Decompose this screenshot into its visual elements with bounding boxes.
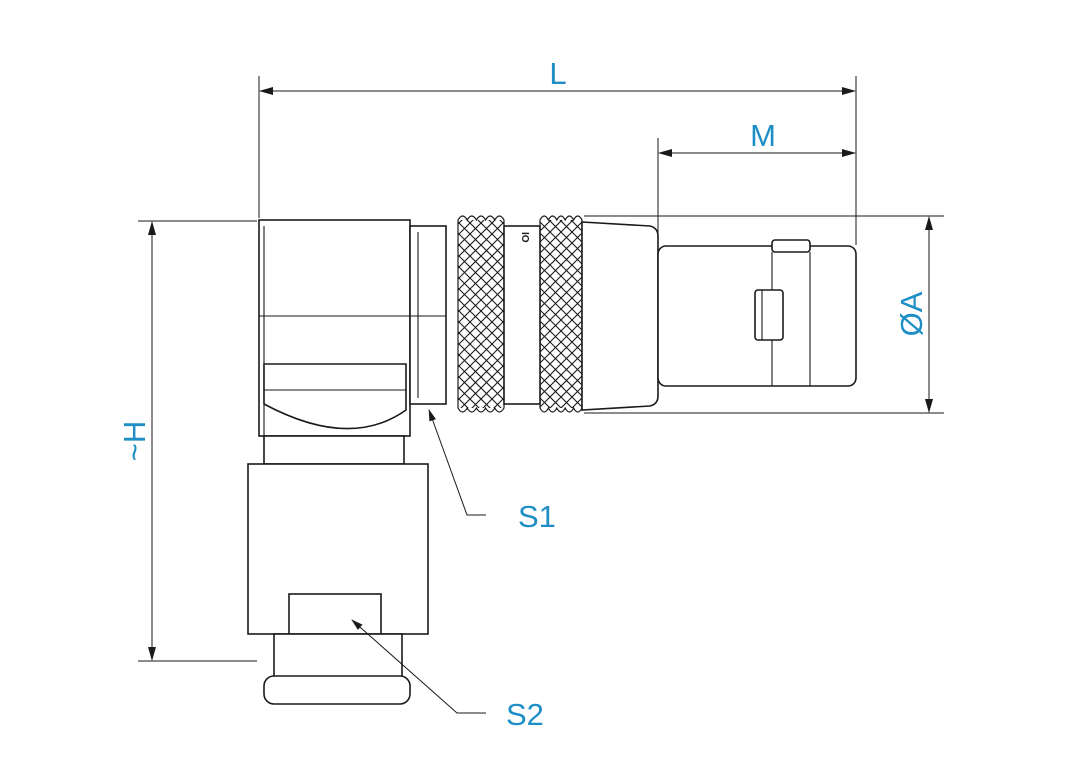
label-A: ØA <box>894 291 929 336</box>
cable-gland <box>263 675 411 705</box>
connector-body: IO <box>247 215 857 705</box>
key-window <box>754 289 784 341</box>
label-H: ~H <box>117 421 152 462</box>
label-M: M <box>750 118 776 153</box>
leader-S2 <box>351 619 486 714</box>
elbow-bend <box>263 363 407 430</box>
front-ring <box>409 225 447 405</box>
coupling-sleeve <box>503 225 541 405</box>
label-L: L <box>549 56 566 91</box>
label-S1: S1 <box>518 499 556 534</box>
engraving-text: IO <box>519 232 530 243</box>
front-body <box>581 221 659 411</box>
latch-top <box>771 239 811 253</box>
leader-S1 <box>428 409 486 516</box>
dimension-lines <box>138 76 944 714</box>
dimension-labels: L M ØA ~H S1 S2 <box>117 56 929 732</box>
cable-nut-flat <box>288 593 382 635</box>
cable-exit <box>273 633 403 679</box>
elbow-neck <box>263 435 405 465</box>
label-S2: S2 <box>506 697 544 732</box>
knurled-coupling-nut <box>457 215 583 413</box>
